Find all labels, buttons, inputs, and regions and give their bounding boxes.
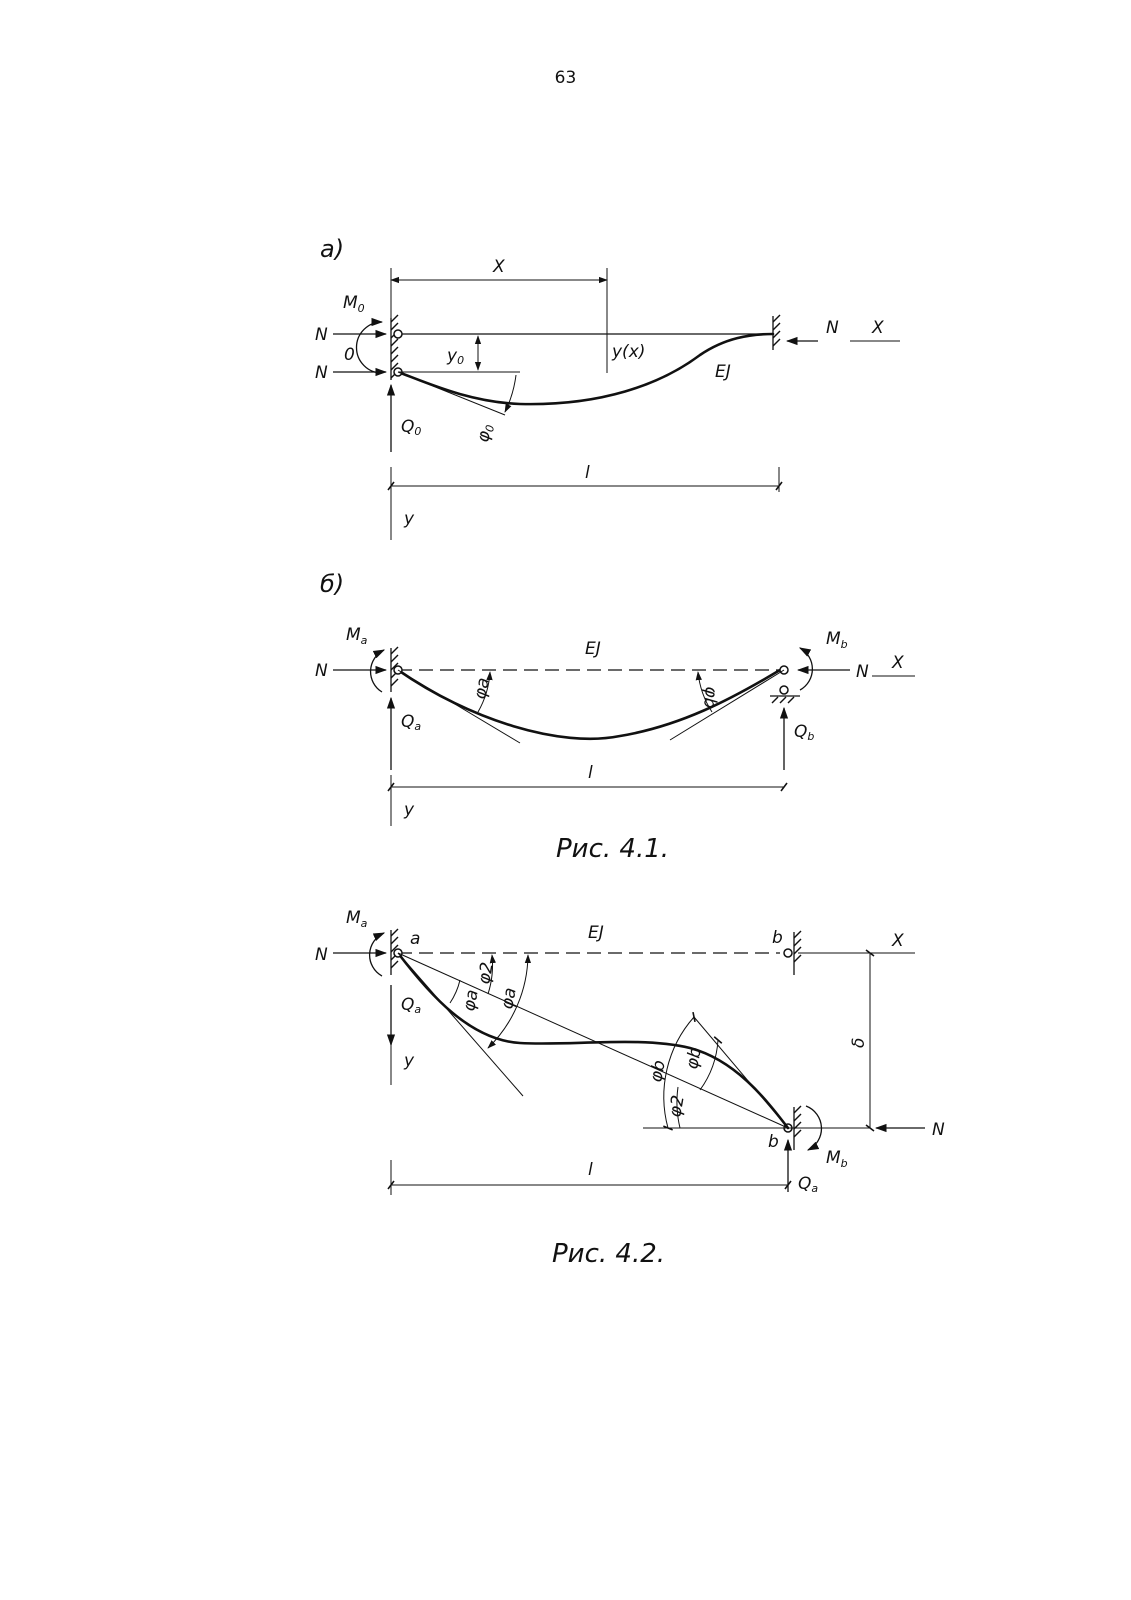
force-n-label: N <box>315 363 328 383</box>
stiffness-label: EJ <box>715 362 731 382</box>
axis-y-label: y <box>403 1051 415 1071</box>
stiffness-label: EJ <box>585 639 601 659</box>
force-n-label: N <box>315 945 328 965</box>
deflected-beam <box>396 332 775 406</box>
deflection-y0-label: y0 <box>446 346 464 367</box>
deflected-beam <box>396 668 782 740</box>
axis-x-label: X <box>891 931 904 951</box>
shear-b-label: Qa <box>798 1174 818 1195</box>
axis-y-label: y <box>403 509 415 529</box>
angle-phi2-label: φ2 <box>474 961 498 986</box>
dimension-x-label: X <box>492 257 505 277</box>
moment-a-label: Ma <box>346 908 368 930</box>
moment-b-label: Mb <box>826 629 848 651</box>
moment-label: M0 <box>343 293 365 315</box>
deflection-yx-label: y(x) <box>611 342 645 362</box>
rotation-phi-b-label: φb <box>682 1046 706 1071</box>
force-n-label: N <box>826 318 839 338</box>
displacement-label: δ <box>849 1038 869 1048</box>
figure-4-1-part-b: б) φa φb EJ N N X <box>315 570 915 864</box>
stiffness-label: EJ <box>588 923 604 943</box>
rotation-phi-a-label: φa <box>459 988 482 1013</box>
figure-4-2: φ2 φa φa φb φb φ2 EJ a b b X N N Ma Mb Q… <box>315 908 945 1269</box>
figure-4-1-part-a: а) N N N X <box>315 235 900 540</box>
page-number: 63 <box>554 68 577 88</box>
rotation-phi-a-label: φa <box>470 676 493 701</box>
force-n-label: N <box>315 325 328 345</box>
length-label: l <box>588 1160 593 1180</box>
deflected-beam <box>396 951 790 1130</box>
rotation-phi0-label: φ0 <box>473 422 497 444</box>
force-n-label: N <box>315 661 328 681</box>
rotation-phi-a-label: φa <box>497 986 520 1011</box>
rotation-phi-b-label: φb <box>646 1059 670 1084</box>
part-a-label: а) <box>320 235 344 263</box>
moment-b-label: Mb <box>826 1148 848 1170</box>
axis-y-label: y <box>403 800 415 820</box>
node-b-label: b <box>772 928 783 948</box>
shear-a-label: Qa <box>401 712 421 733</box>
shear-label: Q0 <box>401 417 421 438</box>
length-label: l <box>585 463 590 483</box>
part-b-label: б) <box>320 570 344 598</box>
axis-x-label: X <box>871 318 884 338</box>
force-n-label: N <box>932 1120 945 1140</box>
axis-x-label: X <box>891 653 904 673</box>
node-b-label: b <box>768 1132 779 1152</box>
figure-4-2-caption: Рис. 4.2. <box>552 1239 665 1269</box>
shear-a-label: Qa <box>401 995 421 1016</box>
rotation-phi-b-label: φb <box>699 686 721 710</box>
angle-phi2-label: φ2 <box>665 1094 689 1119</box>
shear-b-label: Qb <box>794 722 814 743</box>
node-a-label: a <box>410 929 420 949</box>
origin-label: 0 <box>344 345 355 365</box>
moment-a-label: Ma <box>346 625 368 647</box>
figure-4-1-caption: Рис. 4.1. <box>556 834 669 864</box>
force-n-label: N <box>856 662 869 682</box>
length-label: l <box>588 763 593 783</box>
